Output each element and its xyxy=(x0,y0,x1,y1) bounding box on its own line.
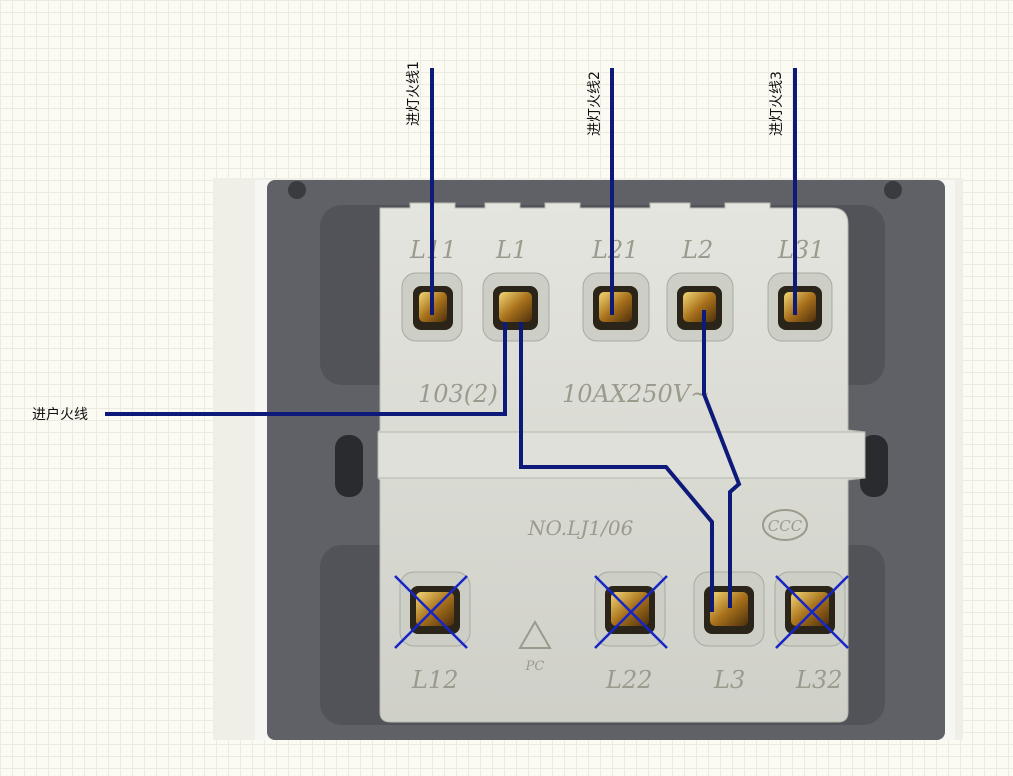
top-terminals xyxy=(401,272,833,342)
wire-L2-to-L3 xyxy=(702,310,742,608)
cross-L22 xyxy=(594,575,668,649)
terminal-label-L2: L2 xyxy=(681,236,713,264)
terminal-L1-brass xyxy=(499,292,532,322)
bottom-terminals xyxy=(399,571,846,647)
wire-incoming-live xyxy=(105,322,507,416)
label-lamp-live-2: 进灯火线2 xyxy=(587,71,603,136)
unused-terminal-crosses xyxy=(394,575,849,649)
model-number-text: NO.LJ1/06 xyxy=(527,516,634,540)
ccc-logo-text: CCC xyxy=(768,517,803,535)
ccc-cert-logo: CCC xyxy=(762,509,808,541)
terminal-label-L31: L31 xyxy=(777,236,824,264)
terminal-label-L12: L12 xyxy=(411,666,458,694)
wiring-lines xyxy=(105,68,797,612)
terminal-label-L3: L3 xyxy=(713,666,745,694)
wire-L1-to-L3 xyxy=(519,322,714,612)
label-lamp-live-3: 进灯火线3 xyxy=(769,71,785,136)
terminal-L31-brass xyxy=(784,292,816,322)
mount-slot-left xyxy=(335,435,363,497)
label-lamp-live-1: 进灯火线1 xyxy=(406,61,422,126)
cross-L32 xyxy=(775,575,849,649)
rating-left-text: 103(2) xyxy=(418,380,498,408)
recycle-icon: PC xyxy=(518,619,552,674)
terminal-label-L21: L21 xyxy=(591,236,638,264)
terminal-L3-brass xyxy=(710,592,748,626)
mount-slot-right xyxy=(860,435,888,497)
recycle-code-text: PC xyxy=(525,659,545,674)
terminal-label-L1: L1 xyxy=(495,236,527,264)
terminal-L2-brass xyxy=(683,292,716,322)
terminal-label-L32: L32 xyxy=(795,666,842,694)
rating-right-text: 10AX250V~ xyxy=(562,380,710,408)
label-incoming-live: 进户火线 xyxy=(32,406,88,423)
terminal-L21-brass xyxy=(599,292,632,322)
screw-hole-right xyxy=(884,181,902,199)
screw-hole-left xyxy=(288,181,306,199)
terminal-label-L22: L22 xyxy=(605,666,652,694)
cross-L12 xyxy=(394,575,468,649)
latch-band xyxy=(377,431,866,479)
